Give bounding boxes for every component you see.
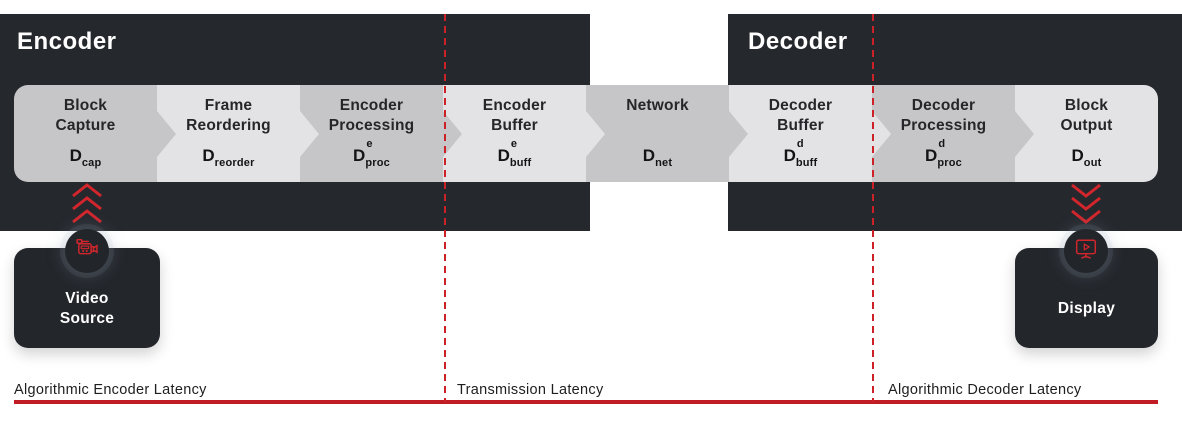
encoder-title: Encoder bbox=[17, 28, 117, 55]
video-source-label: Video Source bbox=[59, 290, 115, 327]
chevron-up-icon bbox=[70, 182, 104, 230]
monitor-play-icon bbox=[1072, 235, 1100, 268]
encoder-latency-label: Algorithmic Encoder Latency bbox=[14, 382, 207, 398]
segment-network: Network Dnet bbox=[586, 85, 748, 182]
latency-formula: Dout bbox=[1071, 146, 1102, 169]
transmission-decoder-divider bbox=[872, 14, 874, 402]
display-label: Display bbox=[1057, 300, 1116, 317]
decoder-title: Decoder bbox=[748, 28, 848, 55]
decoder-latency-label: Algorithmic Decoder Latency bbox=[888, 382, 1082, 398]
transmission-latency-label: Transmission Latency bbox=[457, 382, 604, 398]
video-camera-icon bbox=[73, 235, 101, 268]
video-source-icon-circle bbox=[65, 229, 109, 273]
segment-label: Network bbox=[626, 97, 689, 114]
latency-baseline bbox=[14, 400, 1158, 404]
latency-formula: Dnet bbox=[642, 146, 673, 169]
latency-formula: Dreorder bbox=[202, 146, 255, 169]
encoder-transmission-divider bbox=[444, 14, 446, 402]
chevron-down-icon bbox=[1069, 182, 1103, 230]
display-icon-circle bbox=[1064, 229, 1108, 273]
latency-formula: Dcap bbox=[69, 146, 102, 169]
